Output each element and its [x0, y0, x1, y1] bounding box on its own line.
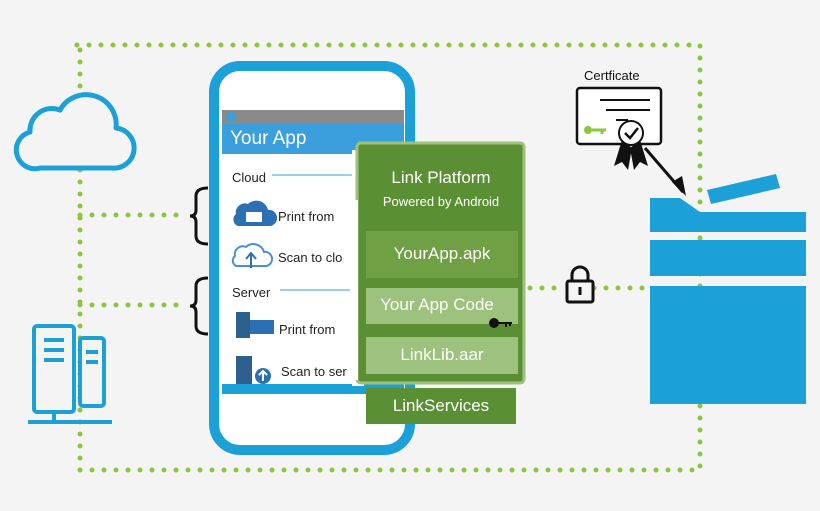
list-item-scan-server[interactable]: Scan to ser	[281, 364, 347, 379]
key-icon	[489, 318, 512, 328]
linklib-box: LinkLib.aar	[400, 345, 484, 364]
link-platform-panel	[352, 141, 526, 424]
server-print-icon	[236, 312, 274, 338]
printer-icon	[650, 174, 806, 404]
list-item-print-server[interactable]: Print from	[279, 322, 336, 337]
section-label-server: Server	[232, 285, 271, 300]
text-clip-mask	[350, 200, 358, 380]
certificate-label: Certficate	[584, 68, 640, 83]
cloud-scan-icon	[231, 243, 274, 268]
certificate-icon	[575, 86, 686, 196]
list-item-print-cloud[interactable]: Print from	[278, 209, 335, 224]
linkservices-box: LinkServices	[392, 396, 490, 415]
cloud-icon	[13, 92, 137, 172]
section-braces	[189, 186, 209, 336]
list-item-scan-cloud[interactable]: Scan to clo	[278, 250, 343, 265]
apk-box: YourApp.apk	[393, 244, 491, 263]
cloud-print-icon	[233, 200, 278, 226]
platform-title: Link Platform	[391, 168, 491, 187]
platform-subtitle: Powered by Android	[382, 194, 500, 209]
server-scan-icon	[236, 356, 271, 384]
section-label-cloud: Cloud	[232, 170, 266, 185]
server-icon	[28, 324, 112, 424]
app-code-box: Your App Code	[380, 295, 494, 314]
connection-lines	[74, 42, 703, 473]
lock-icon	[565, 265, 595, 304]
app-title: Your App	[230, 128, 307, 149]
